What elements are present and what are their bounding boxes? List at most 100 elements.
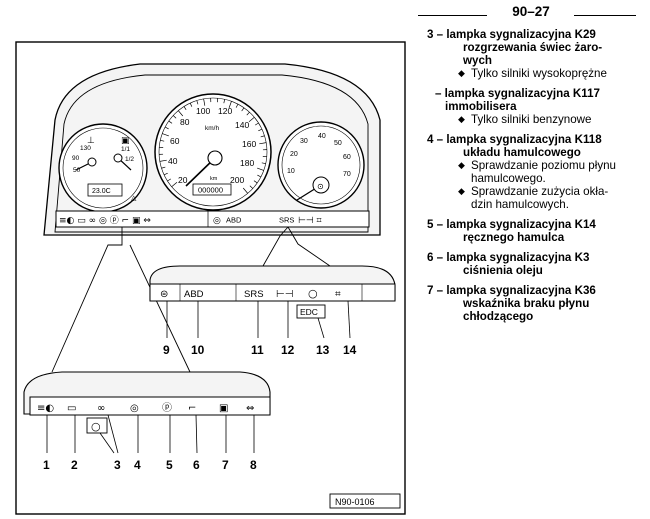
speedo-scale-120: 120 [218, 106, 232, 116]
callout-11: 11 [251, 343, 264, 357]
speedo-tick [164, 126, 169, 130]
headlight-lamp-icon: ≡◐ [37, 403, 54, 414]
header-rule-right [574, 15, 636, 16]
speedo-scale-140: 140 [235, 120, 249, 130]
speedo-tick [253, 180, 258, 184]
temp-mark-90: 90 [72, 155, 80, 162]
strip-label-abd: ABD [226, 216, 242, 225]
legend-entry-7: 7 – lampka sygnalizacyjna K36 wskaźnika … [427, 284, 647, 323]
speedo-scale-180: 180 [240, 158, 254, 168]
callout-4: 4 [134, 458, 141, 472]
callout-1: 1 [43, 458, 50, 472]
left-gauge: ⊥ 130 90 50 ▣ 1/1 1/2 23.0C △ [58, 123, 148, 213]
immobiliser-lamp-icon: ⊜ [160, 289, 168, 300]
strip-icons-right: ⊢⊣ ⌗ [298, 216, 322, 226]
clock-icon: ⊙ [317, 182, 324, 191]
speedo-tick [172, 115, 177, 119]
fuel-pump-icon: ▣ [121, 136, 130, 146]
diamond-bullet-icon: ◆ [458, 114, 465, 124]
turn-signal-lamp-icon: ⇔ [246, 403, 254, 414]
zoom-line-upper [262, 226, 289, 267]
speedo-scale-80: 80 [180, 117, 190, 127]
tacho-scale-60: 60 [343, 154, 351, 161]
legend-title-line: rozgrzewania świec żaro- [463, 41, 603, 54]
battery-lamp-icon: ▭ [67, 403, 76, 414]
edc-label: EDC [300, 307, 318, 317]
speedo-tick [249, 185, 254, 189]
temperature-gauge: ⊥ 130 90 50 [72, 136, 97, 174]
speedo-scale-20: 20 [178, 175, 188, 185]
speedo-scale-40: 40 [168, 156, 178, 166]
legend-title: 7 – lampka sygnalizacyjna K36 wskaźnika … [427, 284, 647, 323]
speedo-tick [257, 174, 262, 178]
legend-note-text: Sprawdzanie zużycia okła- [471, 185, 609, 198]
callout-7: 7 [222, 458, 229, 472]
trip-display: 23.0C [92, 188, 111, 195]
speedo-tick [246, 111, 250, 116]
speedometer: 20 40 60 80 100 120 140 160 180 200 km/h… [154, 93, 272, 211]
immobiliser-ring-icon: ○ [91, 420, 101, 433]
strip-label-srs: SRS [279, 216, 294, 225]
zoom-line-lower-b [129, 244, 191, 373]
diamond-bullet-icon: ◆ [458, 186, 465, 196]
cluster-warning-strip: ≡◐ ▭ ∞ ◎ ⓟ ⌐ ▣ ⇔ ◎ ABD SRS ⊢⊣ ⌗ [55, 210, 370, 228]
speedo-tick [163, 172, 168, 176]
callout-9: 9 [163, 343, 170, 357]
speedo-tick [159, 159, 167, 162]
callout-10: 10 [191, 343, 205, 357]
speedo-tick [162, 133, 169, 137]
speedo-tick [171, 181, 178, 187]
legend-note-text: Sprawdzanie poziomu płynu [471, 159, 617, 172]
legend-note: ◆ Sprawdzanie zużycia okła-dzin hamulcowy… [427, 185, 647, 211]
srs-lamp: SRS [244, 289, 264, 300]
speedo-tick [241, 107, 245, 112]
strip-icons-left: ≡◐ ▭ ∞ ◎ ⓟ ⌐ ▣ ⇔ [59, 215, 151, 226]
speedo-tick [254, 122, 259, 126]
legend-note-text: dzin hamulcowych. [471, 198, 569, 211]
edc-ring-icon: ○ [308, 287, 318, 300]
figure-code: N90-0106 [335, 497, 375, 507]
speedo-tick [178, 110, 184, 117]
speedo-tick [248, 117, 255, 123]
callout-2: 2 [71, 458, 78, 472]
callout-13: 13 [316, 343, 330, 357]
cluster-housing-inner [54, 74, 369, 233]
speedo-tick [161, 166, 166, 169]
speedo-unit: km/h [205, 125, 219, 132]
fuel-mark-half: 1/2 [125, 156, 134, 163]
speedo-tick [160, 139, 165, 142]
oil-pressure-lamp-icon: ⌐ [188, 403, 196, 414]
legend-entry-4: 4 – lampka sygnalizacyjna K118 układu ha… [427, 133, 647, 211]
legend-entry-6: 6 – lampka sygnalizacyjna K3 ciśnienia o… [427, 251, 647, 277]
legend-entry-5: 5 – lampka sygnalizacyjna K14 ręcznego h… [427, 218, 647, 244]
upper-zoom-panel: ⊜ ABD SRS ⊢⊣ ○ ⌗ EDC 9 10 11 12 13 14 [149, 265, 396, 357]
odometer: 000000 [198, 186, 223, 195]
callout-5: 5 [166, 458, 173, 472]
edc-label-box [296, 304, 326, 319]
legend-title-line: wych [463, 54, 492, 67]
speedo-tick [223, 99, 226, 104]
callout-3: 3 [114, 458, 121, 472]
speedo-scale-160: 160 [242, 139, 256, 149]
legend-note-text: Tylko silniki benzynowe [471, 113, 592, 126]
legend-title: – lampka sygnalizacyjna K117 immobiliser… [427, 87, 647, 113]
speedo-tick [196, 100, 199, 105]
speedo-tick [258, 128, 263, 132]
tacho-hub [312, 176, 330, 194]
legend-note: ◆ Tylko silniki benzynowe [427, 113, 647, 126]
speedo-scale-60: 60 [170, 136, 180, 146]
legend-title-line: – lampka sygnalizacyjna K117 [435, 87, 600, 100]
glow-plug-lamp-icon: ∞ [97, 403, 105, 414]
legend-note: ◆Tylko silniki wysokoprężne [427, 67, 647, 80]
odometer-unit: km [210, 176, 218, 182]
speedo-tick [168, 120, 173, 124]
speedo-tick [228, 101, 232, 108]
legend-title-line: ciśnienia oleju [463, 264, 543, 277]
legend-title-line: immobilisera [445, 100, 517, 113]
speedo-tick [261, 162, 266, 165]
tacho-scale-50: 50 [334, 140, 342, 147]
legend-note-text: hamulcowego. [471, 172, 546, 185]
page-number: 90–27 [512, 4, 550, 19]
legend-title-line: 3 – lampka sygnalizacyjna K29 [427, 28, 596, 41]
